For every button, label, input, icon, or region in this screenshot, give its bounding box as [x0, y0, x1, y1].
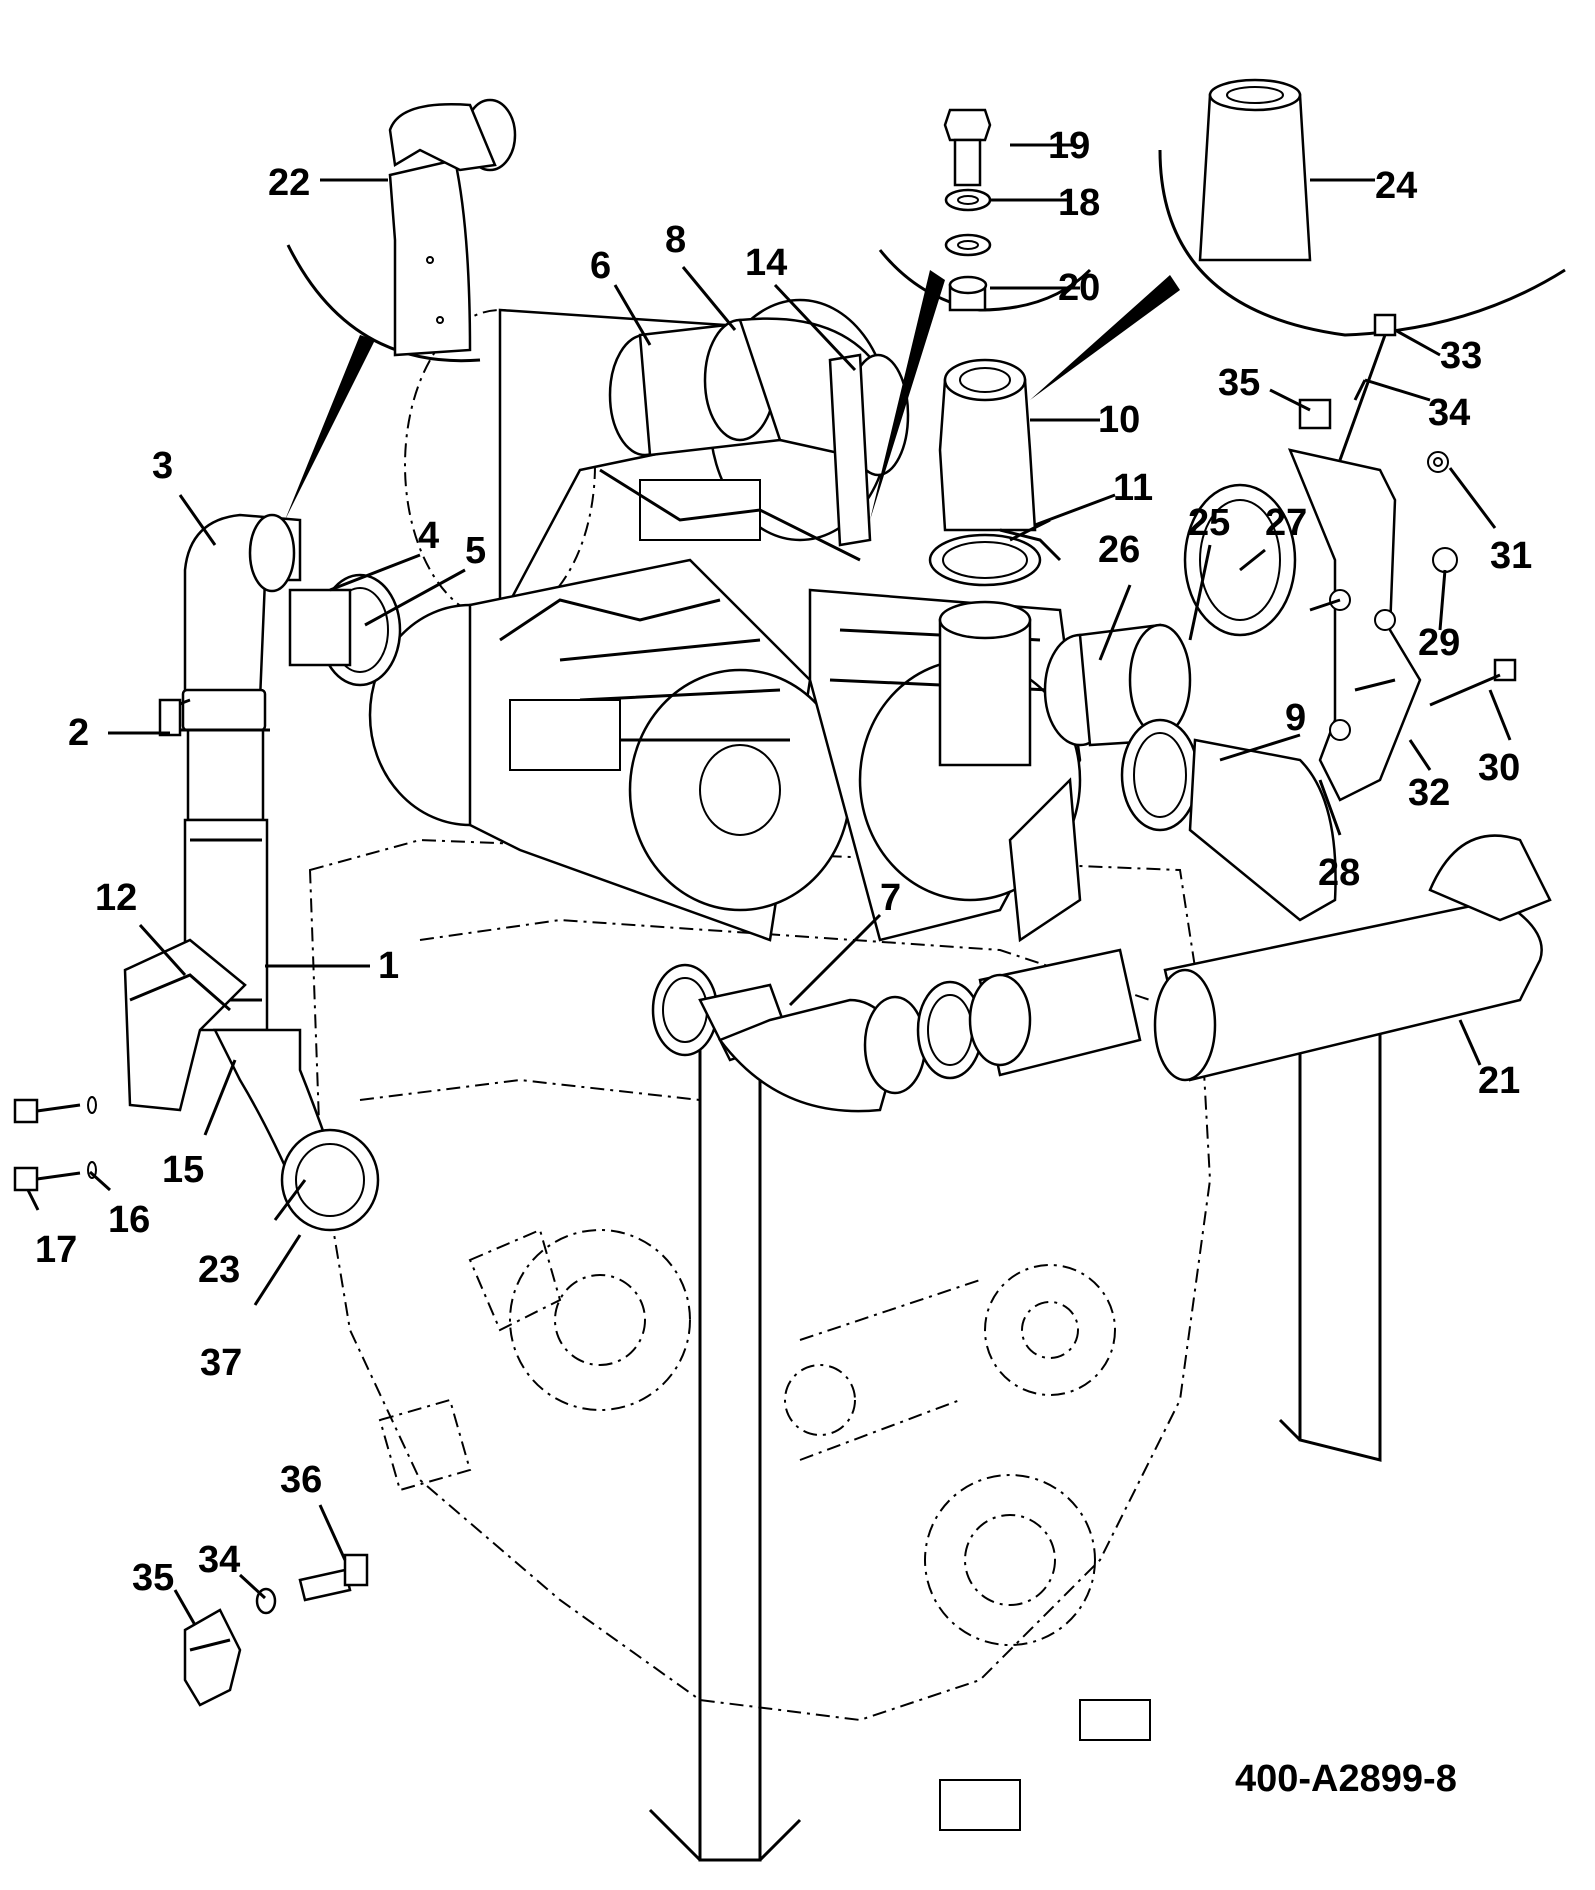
detail-bubble-19-20 — [870, 108, 1092, 520]
callout-35a: 35 — [1218, 362, 1260, 404]
callout-1: 1 — [378, 945, 399, 987]
detail-bubble-24 — [1030, 78, 1566, 400]
callout-15: 15 — [162, 1149, 204, 1191]
callout-6: 6 — [590, 245, 611, 287]
hardware-33-34-35-31-29-30 — [1298, 313, 1517, 707]
callout-33: 33 — [1440, 335, 1482, 377]
right-pipe-assembly — [1043, 483, 1552, 1082]
callout-34a: 34 — [1428, 392, 1470, 434]
callout-labels: 1 2 3 4 5 6 7 8 9 10 11 12 14 15 16 17 1… — [35, 125, 1532, 1599]
callout-16: 16 — [108, 1199, 150, 1241]
top-pipe-assembly — [608, 317, 910, 547]
callout-18: 18 — [1058, 182, 1100, 224]
callout-37: 37 — [200, 1342, 242, 1384]
callout-12: 12 — [95, 877, 137, 919]
callout-7: 7 — [880, 877, 901, 919]
callout-32: 32 — [1408, 772, 1450, 814]
callout-30: 30 — [1478, 747, 1520, 789]
callout-9: 9 — [1285, 697, 1306, 739]
callout-10: 10 — [1098, 399, 1140, 441]
front-pipe-assembly — [651, 948, 1142, 1113]
callout-35b: 35 — [132, 1557, 174, 1599]
hardware-16-17 — [13, 1096, 97, 1192]
callout-25: 25 — [1188, 502, 1230, 544]
callout-19: 19 — [1048, 125, 1090, 167]
callout-5: 5 — [465, 530, 486, 572]
detail-bubble-22 — [285, 98, 517, 520]
callout-23: 23 — [198, 1249, 240, 1291]
mounting-frame — [648, 1000, 1382, 1862]
leader-lines — [26, 143, 1512, 1626]
callout-21: 21 — [1478, 1060, 1520, 1102]
callout-36: 36 — [280, 1459, 322, 1501]
callout-27: 27 — [1265, 502, 1307, 544]
drawing-number: 400-A2899-8 — [1235, 1758, 1457, 1800]
callout-22: 22 — [268, 162, 310, 204]
stack-bracket — [1287, 448, 1422, 802]
callout-34b: 34 — [198, 1539, 240, 1581]
left-pipe-assembly — [123, 513, 402, 1232]
hardware-34-35-36-lower — [183, 1553, 369, 1707]
callout-11: 11 — [1113, 467, 1153, 509]
callout-4: 4 — [418, 515, 439, 557]
exhaust-stack-assembly — [928, 358, 1082, 943]
engine-block — [308, 838, 1212, 1722]
callout-26: 26 — [1098, 529, 1140, 571]
callout-24: 24 — [1375, 165, 1417, 207]
callout-31: 31 — [1490, 535, 1532, 577]
callout-8: 8 — [665, 219, 686, 261]
callout-20: 20 — [1058, 267, 1100, 309]
callout-29: 29 — [1418, 622, 1460, 664]
callout-3: 3 — [152, 445, 173, 487]
callout-28: 28 — [1318, 852, 1360, 894]
callout-14: 14 — [745, 242, 787, 284]
callout-17: 17 — [35, 1229, 77, 1271]
callout-2: 2 — [68, 712, 89, 754]
